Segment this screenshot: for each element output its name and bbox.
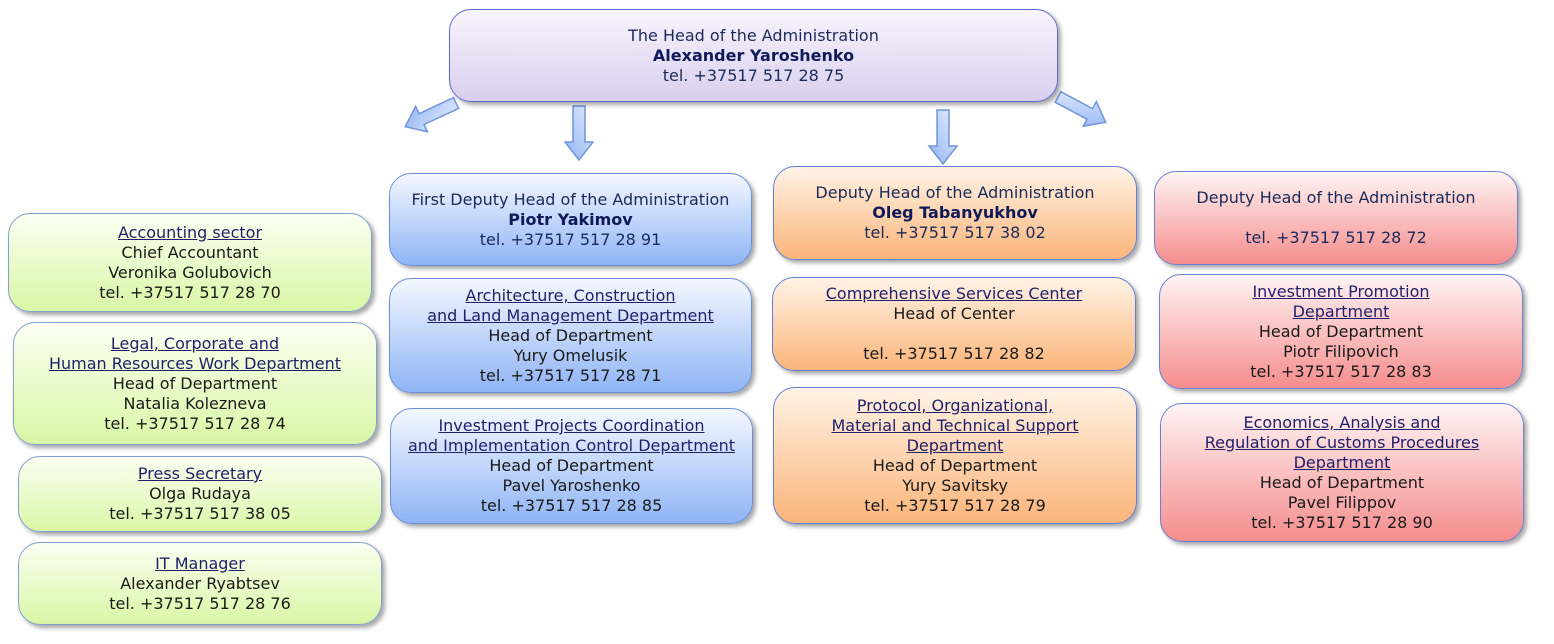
tel: tel. +37517 517 28 70: [99, 282, 281, 302]
tel: tel. +37517 517 28 85: [480, 496, 663, 515]
it-manager-link[interactable]: IT Manager: [155, 553, 245, 573]
role: Chief Accountant: [121, 242, 259, 262]
investment-promotion-department-link-line1[interactable]: Investment Promotion: [1252, 281, 1430, 301]
person-name: Pavel Yaroshenko: [502, 476, 641, 495]
person-name: Piotr Filipovich: [1283, 341, 1399, 361]
role: Head of Department: [1258, 321, 1424, 341]
deputy-name: Oleg Tabanyukhov: [872, 203, 1038, 222]
press-secretary-link[interactable]: Press Secretary: [137, 464, 263, 483]
investment-promotion-department-link-line2[interactable]: Department: [1292, 301, 1390, 321]
deputy-name: Piotr Yakimov: [508, 209, 633, 229]
role: Head of Department: [112, 373, 278, 393]
role: Head of Department: [1259, 472, 1425, 492]
person-name: Olga Rudaya: [149, 484, 251, 503]
protocol-department-box: Protocol, Organizational, Material and T…: [773, 387, 1137, 524]
tel: tel. +37517 517 28 76: [109, 593, 291, 613]
deputy-tel: tel. +37517 517 38 02: [864, 223, 1046, 242]
head-title: The Head of the Administration: [628, 25, 879, 45]
accounting-sector-link[interactable]: Accounting sector: [117, 222, 263, 242]
investment-promotion-department-box: Investment Promotion Department Head of …: [1159, 274, 1523, 389]
comprehensive-services-center-link[interactable]: Comprehensive Services Center: [825, 284, 1083, 303]
it-manager-box: IT Manager Alexander Ryabtsev tel. +3751…: [18, 542, 382, 625]
head-name: Alexander Yaroshenko: [652, 45, 855, 65]
tel: tel. +37517 517 28 71: [479, 365, 662, 385]
head-tel: tel. +37517 517 28 75: [662, 65, 845, 85]
tel: tel. +37517 517 28 74: [104, 413, 286, 433]
protocol-department-link-line2[interactable]: Material and Technical Support: [831, 415, 1079, 435]
economics-customs-department-link-line3[interactable]: Department: [1293, 452, 1391, 472]
tel: tel. +37517 517 28 83: [1250, 361, 1432, 381]
person-name: Yury Omelusik: [513, 345, 628, 365]
economics-customs-department-link-line1[interactable]: Economics, Analysis and: [1243, 412, 1441, 432]
economics-customs-department-box: Economics, Analysis and Regulation of Cu…: [1160, 403, 1524, 542]
investment-projects-department-box: Investment Projects Coordination and Imp…: [390, 408, 753, 524]
architecture-department-link-line1[interactable]: Architecture, Construction: [465, 285, 676, 305]
deputy-title: Deputy Head of the Administration: [1196, 188, 1476, 207]
protocol-department-link-line1[interactable]: Protocol, Organizational,: [856, 395, 1054, 415]
person-name: Alexander Ryabtsev: [120, 573, 280, 593]
investment-projects-department-link-line1[interactable]: Investment Projects Coordination: [438, 416, 705, 435]
role: Head of Department: [488, 325, 653, 345]
person-name: Yury Savitsky: [902, 475, 1008, 495]
arrow-to-left-column: [404, 96, 460, 133]
deputy-title: Deputy Head of the Administration: [815, 183, 1095, 202]
accounting-sector-box: Accounting sector Chief Accountant Veron…: [8, 213, 372, 312]
person-name: Natalia Kolezneva: [123, 393, 267, 413]
role: Head of Department: [489, 456, 654, 475]
person-name: Veronika Golubovich: [108, 262, 272, 282]
head-of-administration-box: The Head of the Administration Alexander…: [449, 9, 1058, 102]
arrow-to-deputy-tabanyukhov: [927, 109, 959, 166]
architecture-department-box: Architecture, Construction and Land Mana…: [389, 278, 752, 393]
deputy-red-box: Deputy Head of the Administration tel. +…: [1154, 171, 1518, 265]
deputy-tabanyukhov-box: Deputy Head of the Administration Oleg T…: [773, 166, 1137, 260]
tel: tel. +37517 517 28 79: [864, 495, 1046, 515]
role: Head of Department: [872, 455, 1038, 475]
role: Head of Center: [893, 304, 1015, 323]
protocol-department-link-line3[interactable]: Department: [906, 435, 1004, 455]
press-secretary-box: Press Secretary Olga Rudaya tel. +37517 …: [18, 456, 382, 532]
comprehensive-services-center-box: Comprehensive Services Center Head of Ce…: [772, 277, 1136, 371]
deputy-tel: tel. +37517 517 28 72: [1245, 228, 1427, 247]
deputy-tel: tel. +37517 517 28 91: [479, 229, 662, 249]
first-deputy-box: First Deputy Head of the Administration …: [389, 173, 752, 266]
deputy-title: First Deputy Head of the Administration: [411, 189, 730, 209]
legal-hr-department-box: Legal, Corporate and Human Resources Wor…: [13, 322, 377, 445]
tel: tel. +37517 517 28 82: [863, 344, 1045, 363]
arrow-to-right-column: [1054, 90, 1107, 128]
tel: tel. +37517 517 38 05: [109, 504, 291, 523]
architecture-department-link-line2[interactable]: and Land Management Department: [427, 305, 714, 325]
tel: tel. +37517 517 28 90: [1251, 512, 1433, 532]
person-name: Pavel Filippov: [1287, 492, 1397, 512]
arrow-to-first-deputy: [563, 105, 595, 162]
economics-customs-department-link-line2[interactable]: Regulation of Customs Procedures: [1204, 432, 1480, 452]
investment-projects-department-link-line2[interactable]: and Implementation Control Department: [407, 436, 736, 455]
legal-hr-department-link-line2[interactable]: Human Resources Work Department: [48, 353, 341, 373]
legal-hr-department-link-line1[interactable]: Legal, Corporate and: [110, 333, 280, 353]
